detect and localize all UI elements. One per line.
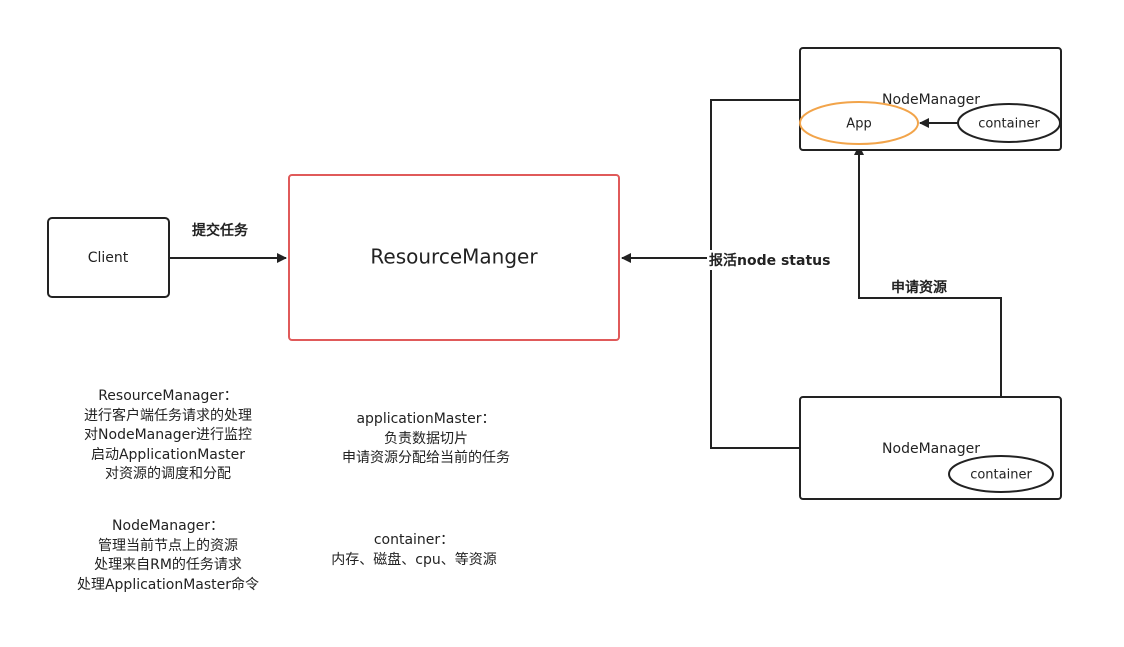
note-applicationmaster-line: 负责数据切片 <box>384 430 468 447</box>
resourcemanager-label: ResourceManger <box>370 245 538 269</box>
edge-label-report-bg <box>707 250 835 270</box>
nodemanager-top-label: NodeManager <box>882 92 980 108</box>
note-container-line: 内存、磁盘、cpu、等资源 <box>331 551 497 568</box>
nodemanager-bottom-label: NodeManager <box>882 441 980 457</box>
client-box <box>47 217 170 298</box>
note-applicationmaster: applicationMaster： 负责数据切片 申请资源分配给当前的任务 <box>296 410 556 469</box>
note-nodemanager-line: 处理ApplicationMaster命令 <box>76 576 260 593</box>
note-resourcemanager: ResourceManager： 进行客户端任务请求的处理 对NodeManag… <box>48 387 288 485</box>
note-nodemanager: NodeManager： 管理当前节点上的资源 处理来自RM的任务请求 处理Ap… <box>38 517 298 595</box>
note-nodemanager-line: 管理当前节点上的资源 <box>98 537 238 554</box>
resourcemanager-box <box>288 174 620 341</box>
note-resourcemanager-line: 对NodeManager进行监控 <box>84 427 252 443</box>
note-resourcemanager-line: 启动ApplicationMaster <box>90 446 246 463</box>
app-label: App <box>846 117 871 132</box>
note-container-title: container： <box>373 532 455 548</box>
container-bottom-ellipse <box>948 455 1054 493</box>
note-resourcemanager-line: 对资源的调度和分配 <box>105 466 231 482</box>
edge-label-report-status: 报活node status <box>709 252 830 269</box>
note-nodemanager-line: 处理来自RM的任务请求 <box>94 557 242 573</box>
container-bottom-label: container <box>970 468 1032 483</box>
container-top-label: container <box>978 117 1040 132</box>
note-applicationmaster-title: applicationMaster： <box>356 411 496 427</box>
note-resourcemanager-line: 进行客户端任务请求的处理 <box>84 407 252 424</box>
note-container: container： 内存、磁盘、cpu、等资源 <box>296 531 532 570</box>
app-ellipse <box>799 101 919 145</box>
edge-request-resource <box>854 145 1002 451</box>
edge-nodemanager-bottom-report <box>710 258 800 449</box>
edge-label-submit-task: 提交任务 <box>192 222 249 239</box>
note-applicationmaster-line: 申请资源分配给当前的任务 <box>342 450 510 466</box>
container-top-ellipse <box>957 103 1061 143</box>
note-nodemanager-title: NodeManager： <box>112 518 224 534</box>
note-resourcemanager-title: ResourceManager： <box>98 388 238 404</box>
client-label: Client <box>88 250 129 266</box>
edge-nodemanager-top-report <box>710 99 800 258</box>
edge-label-request-resource: 申请资源 <box>891 279 947 296</box>
